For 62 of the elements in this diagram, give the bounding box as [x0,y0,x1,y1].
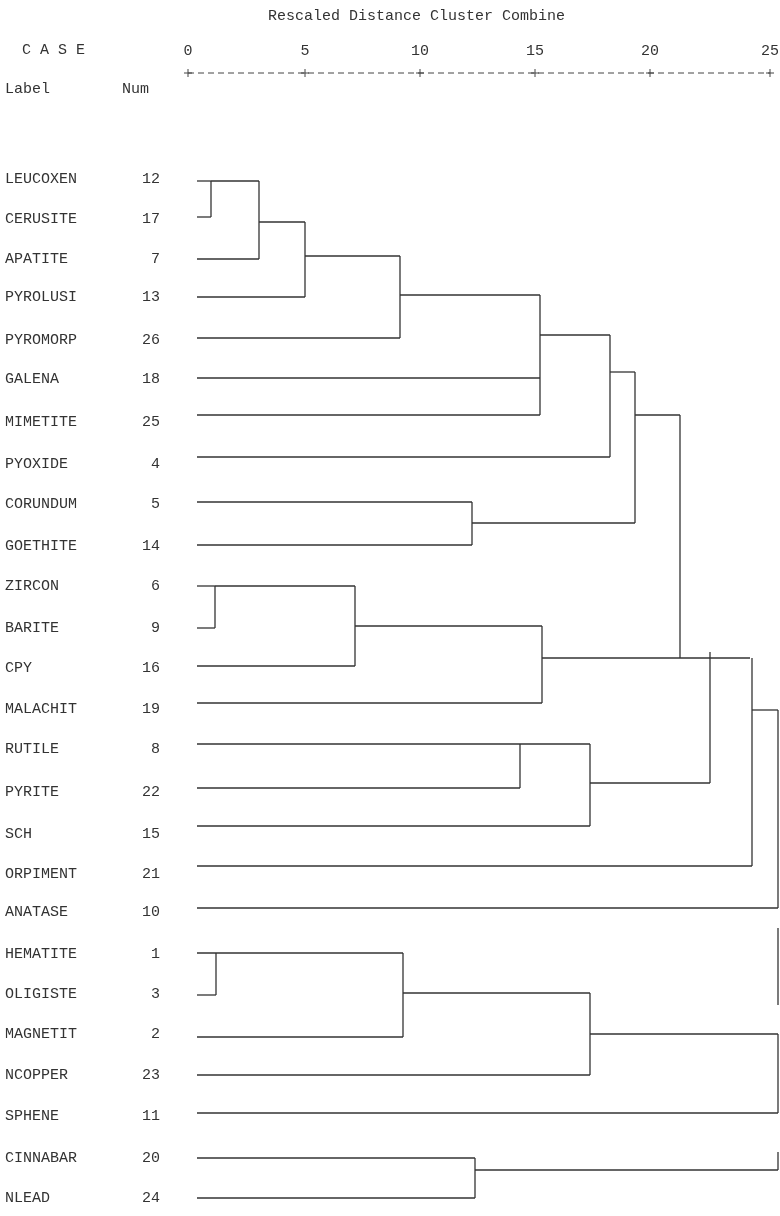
case-label: APATITE [5,250,68,270]
tick-label: 0 [182,42,194,62]
tick-label: 25 [760,42,780,62]
case-label: LEUCOXEN [5,170,77,190]
case-number: 22 [141,783,160,803]
chart-title: Rescaled Distance Cluster Combine [268,7,566,27]
case-number: 20 [141,1149,160,1169]
case-number: 15 [141,825,160,845]
case-label: GALENA [5,370,59,390]
case-number: 1 [150,945,160,965]
tick-label: 10 [410,42,430,62]
case-label: BARITE [5,619,59,639]
case-number: 13 [141,288,160,308]
case-number: 6 [150,577,160,597]
case-number: 12 [141,170,160,190]
case-label: PYROLUSI [5,288,77,308]
case-number: 18 [141,370,160,390]
case-number: 23 [141,1066,160,1086]
case-number: 24 [141,1189,160,1209]
case-number: 5 [150,495,160,515]
case-label: SPHENE [5,1107,59,1127]
case-number: 2 [150,1025,160,1045]
case-label: PYROMORP [5,331,77,351]
case-label: GOETHITE [5,537,77,557]
case-label: NLEAD [5,1189,50,1209]
case-number: 4 [150,455,160,475]
case-number: 19 [141,700,160,720]
case-number: 8 [150,740,160,760]
case-number: 17 [141,210,160,230]
case-label: MAGNETIT [5,1025,77,1045]
case-number: 10 [141,903,160,923]
case-label: CERUSITE [5,210,77,230]
tick-label: 5 [299,42,311,62]
case-number: 3 [150,985,160,1005]
case-label: ORPIMENT [5,865,77,885]
case-number: 11 [141,1107,160,1127]
case-label: CPY [5,659,32,679]
case-label: HEMATITE [5,945,77,965]
tick-label: 20 [640,42,660,62]
case-label: OLIGISTE [5,985,77,1005]
column-header: Label [5,80,50,100]
case-number: 7 [150,250,160,270]
case-number: 9 [150,619,160,639]
column-header: C A S E [22,41,85,61]
case-label: SCH [5,825,32,845]
case-label: ANATASE [5,903,68,923]
case-label: MIMETITE [5,413,77,433]
case-label: PYOXIDE [5,455,68,475]
case-label: CORUNDUM [5,495,77,515]
case-label: RUTILE [5,740,59,760]
case-number: 26 [141,331,160,351]
case-label: MALACHIT [5,700,77,720]
case-label: CINNABAR [5,1149,77,1169]
case-number: 21 [141,865,160,885]
case-number: 25 [141,413,160,433]
column-header: Num [122,80,149,100]
case-label: NCOPPER [5,1066,68,1086]
case-label: ZIRCON [5,577,59,597]
case-number: 16 [141,659,160,679]
case-number: 14 [141,537,160,557]
case-label: PYRITE [5,783,59,803]
tick-label: 15 [525,42,545,62]
